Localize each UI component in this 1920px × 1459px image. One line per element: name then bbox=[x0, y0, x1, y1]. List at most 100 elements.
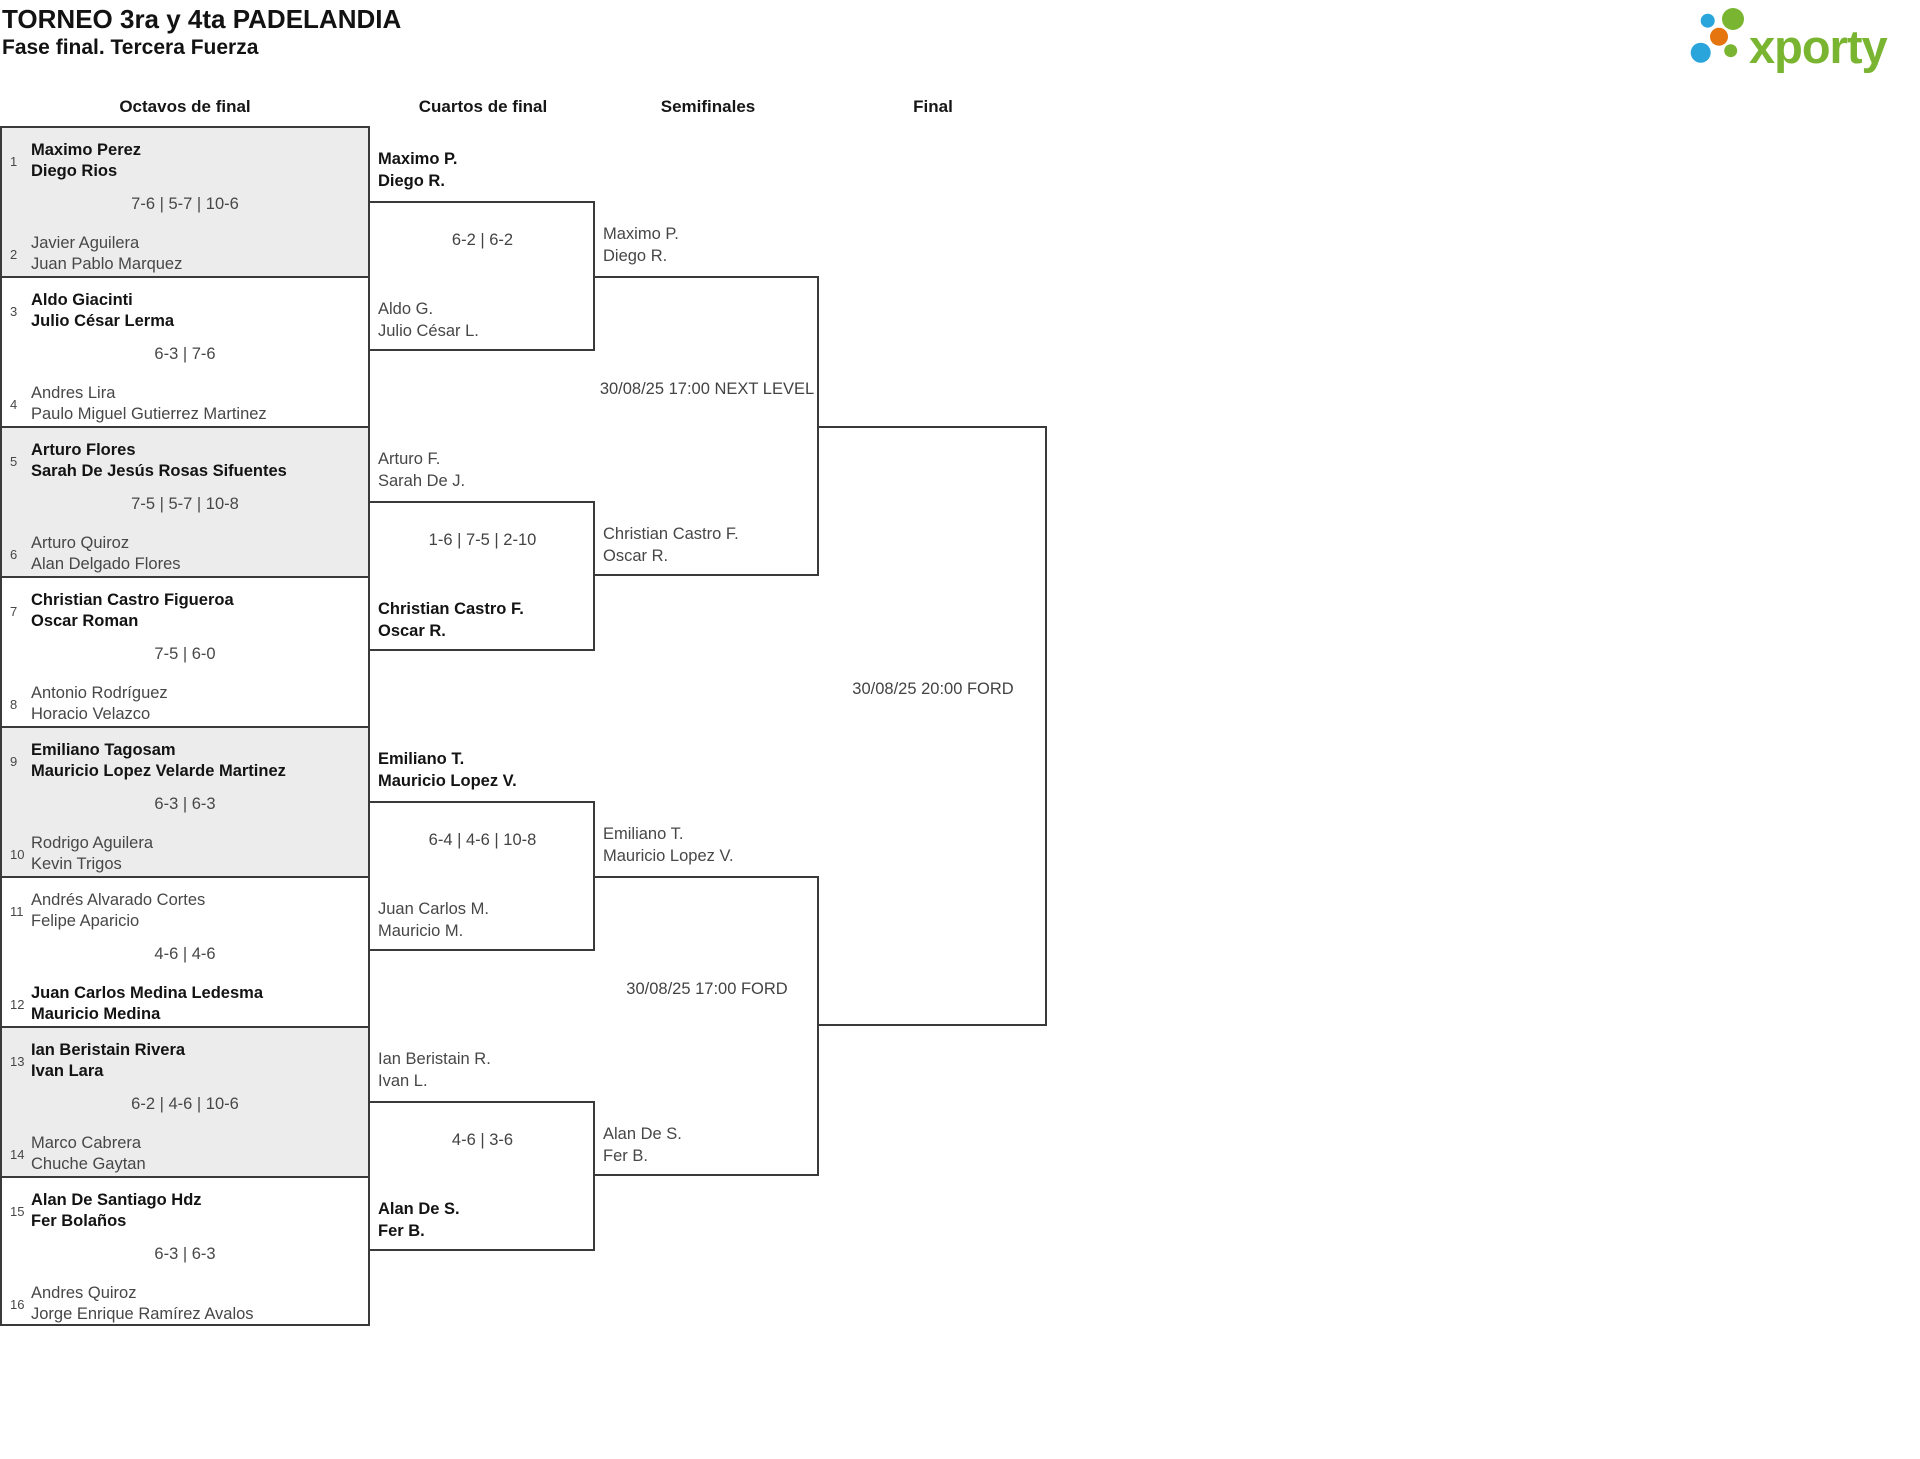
player-name: Rodrigo Aguilera bbox=[31, 834, 153, 852]
player-name: Diego R. bbox=[603, 247, 668, 265]
match-score: 6-3 | 7-6 bbox=[154, 345, 216, 363]
player-name: Antonio Rodríguez bbox=[31, 684, 168, 702]
seed-number: 10 bbox=[10, 847, 25, 862]
connector-quarterfinal-4 bbox=[370, 1101, 595, 1251]
match-score: 6-2 | 6-2 bbox=[451, 231, 514, 249]
team-pair: Maximo P. Diego R. bbox=[378, 148, 457, 192]
page-subtitle: Fase final. Tercera Fuerza bbox=[2, 36, 259, 59]
player-name: Andres Lira bbox=[31, 384, 116, 402]
octavos-match-2: 3 Aldo Giacinti Julio César Lerma 6-3 | … bbox=[0, 276, 370, 426]
round-header-semifinales: Semifinales bbox=[660, 97, 756, 116]
player-name: Mauricio Medina bbox=[31, 1005, 161, 1023]
seed-number: 12 bbox=[10, 997, 25, 1012]
octavos-match-6: 11 Andrés Alvarado Cortes Felipe Aparici… bbox=[0, 876, 370, 1026]
player-name: Arturo F. bbox=[378, 450, 441, 468]
player-name: Andrés Alvarado Cortes bbox=[31, 891, 206, 909]
player-name: Horacio Velazco bbox=[31, 705, 151, 723]
player-name: Fer B. bbox=[603, 1147, 648, 1165]
team-pair: Antonio Rodríguez Horacio Velazco bbox=[31, 683, 168, 725]
player-name: Arturo Quiroz bbox=[31, 534, 130, 552]
team-pair: Emiliano Tagosam Mauricio Lopez Velarde … bbox=[31, 740, 286, 782]
connector-semifinal-1 bbox=[595, 276, 819, 576]
team-pair: Arturo Flores Sarah De Jesús Rosas Sifue… bbox=[31, 440, 287, 482]
player-name: Sarah De J. bbox=[378, 472, 466, 490]
match-schedule: 30/08/25 20:00 FORD bbox=[852, 680, 1014, 698]
team-pair: Christian Castro F. Oscar R. bbox=[603, 523, 739, 567]
player-name: Maximo Perez bbox=[31, 141, 142, 159]
connector-quarterfinal-1 bbox=[370, 201, 595, 351]
player-name: Oscar R. bbox=[603, 547, 669, 565]
connector-quarterfinal-3 bbox=[370, 801, 595, 951]
team-pair: Marco Cabrera Chuche Gaytan bbox=[31, 1133, 146, 1175]
seed-number: 15 bbox=[10, 1204, 25, 1219]
team-pair: Christian Castro F. Oscar R. bbox=[378, 598, 524, 642]
connector-semifinal-2 bbox=[595, 876, 819, 1176]
player-name: Julio César L. bbox=[378, 322, 479, 340]
seed-number: 16 bbox=[10, 1297, 25, 1312]
player-name: Diego Rios bbox=[31, 162, 118, 180]
connector-final bbox=[819, 426, 1047, 1026]
seed-number: 4 bbox=[10, 397, 18, 412]
player-name: Alan De Santiago Hdz bbox=[31, 1191, 202, 1209]
player-name: Juan Carlos M. bbox=[378, 900, 489, 918]
player-name: Diego R. bbox=[378, 172, 445, 190]
player-name: Maximo P. bbox=[603, 225, 679, 243]
player-name: Fer B. bbox=[378, 1222, 425, 1240]
logo-dot-blue-large bbox=[1690, 42, 1711, 63]
player-name: Ivan Lara bbox=[31, 1062, 104, 1080]
match-score: 6-3 | 6-3 bbox=[154, 1245, 216, 1263]
seed-number: 9 bbox=[10, 754, 18, 769]
octavos-match-3: 5 Arturo Flores Sarah De Jesús Rosas Sif… bbox=[0, 426, 370, 576]
seed-number: 11 bbox=[10, 904, 24, 919]
seed-number: 13 bbox=[10, 1054, 25, 1069]
team-pair: Emiliano T. Mauricio Lopez V. bbox=[378, 748, 517, 792]
player-name: Emiliano T. bbox=[378, 750, 465, 768]
team-pair: Emiliano T. Mauricio Lopez V. bbox=[603, 823, 734, 867]
team-pair: Andres Quiroz Jorge Enrique Ramírez Aval… bbox=[31, 1283, 254, 1325]
player-name: Emiliano T. bbox=[603, 825, 684, 843]
seed-number: 8 bbox=[10, 697, 18, 712]
player-name: Chuche Gaytan bbox=[31, 1155, 146, 1173]
team-pair: Rodrigo Aguilera Kevin Trigos bbox=[31, 833, 153, 875]
seed-number: 2 bbox=[10, 247, 18, 262]
seed-number: 1 bbox=[10, 154, 18, 169]
player-name: Oscar R. bbox=[378, 622, 446, 640]
logo-dot-green-large bbox=[1722, 8, 1744, 30]
seed-number: 5 bbox=[10, 454, 18, 469]
player-name: Marco Cabrera bbox=[31, 1134, 142, 1152]
player-name: Arturo Flores bbox=[31, 441, 136, 459]
player-name: Aldo G. bbox=[378, 300, 434, 318]
player-name: Juan Pablo Marquez bbox=[31, 255, 183, 273]
octavos-match-1: 1 Maximo Perez Diego Rios 7-6 | 5-7 | 10… bbox=[0, 126, 370, 276]
logo-dot-blue-small bbox=[1700, 13, 1715, 28]
team-pair: Javier Aguilera Juan Pablo Marquez bbox=[31, 233, 182, 275]
team-pair: Maximo Perez Diego Rios bbox=[31, 140, 141, 182]
player-name: Christian Castro F. bbox=[603, 525, 739, 543]
player-name: Ian Beristain Rivera bbox=[31, 1041, 186, 1059]
player-name: Mauricio Lopez Velarde Martinez bbox=[31, 762, 286, 780]
match-score: 7-5 | 6-0 bbox=[154, 645, 216, 663]
team-pair: Christian Castro Figueroa Oscar Roman bbox=[31, 590, 234, 632]
seed-number: 6 bbox=[10, 547, 18, 562]
team-pair: Aldo Giacinti Julio César Lerma bbox=[31, 290, 174, 332]
team-pair: Juan Carlos Medina Ledesma Mauricio Medi… bbox=[31, 983, 263, 1025]
player-name: Paulo Miguel Gutierrez Martinez bbox=[31, 405, 267, 423]
match-score: 7-6 | 5-7 | 10-6 bbox=[131, 195, 239, 213]
player-name: Mauricio Lopez V. bbox=[378, 772, 517, 790]
player-name: Mauricio Lopez V. bbox=[603, 847, 734, 865]
match-score: 1-6 | 7-5 | 2-10 bbox=[428, 531, 537, 549]
player-name: Juan Carlos Medina Ledesma bbox=[31, 984, 263, 1002]
player-name: Alan De S. bbox=[603, 1125, 682, 1143]
match-schedule: 30/08/25 17:00 NEXT LEVEL bbox=[599, 380, 815, 398]
logo-dot-orange bbox=[1710, 27, 1728, 46]
octavos-match-7: 13 Ian Beristain Rivera Ivan Lara 6-2 | … bbox=[0, 1026, 370, 1176]
logo-dot-green-small bbox=[1724, 44, 1738, 58]
seed-number: 14 bbox=[10, 1147, 25, 1162]
player-name: Kevin Trigos bbox=[31, 855, 122, 873]
team-pair: Arturo F. Sarah De J. bbox=[378, 448, 465, 492]
team-pair: Ian Beristain R. Ivan L. bbox=[378, 1048, 491, 1092]
round-header-octavos: Octavos de final bbox=[119, 97, 251, 116]
player-name: Christian Castro Figueroa bbox=[31, 591, 234, 609]
logo-text: xporty bbox=[1749, 20, 1888, 73]
match-score: 4-6 | 4-6 bbox=[154, 945, 216, 963]
